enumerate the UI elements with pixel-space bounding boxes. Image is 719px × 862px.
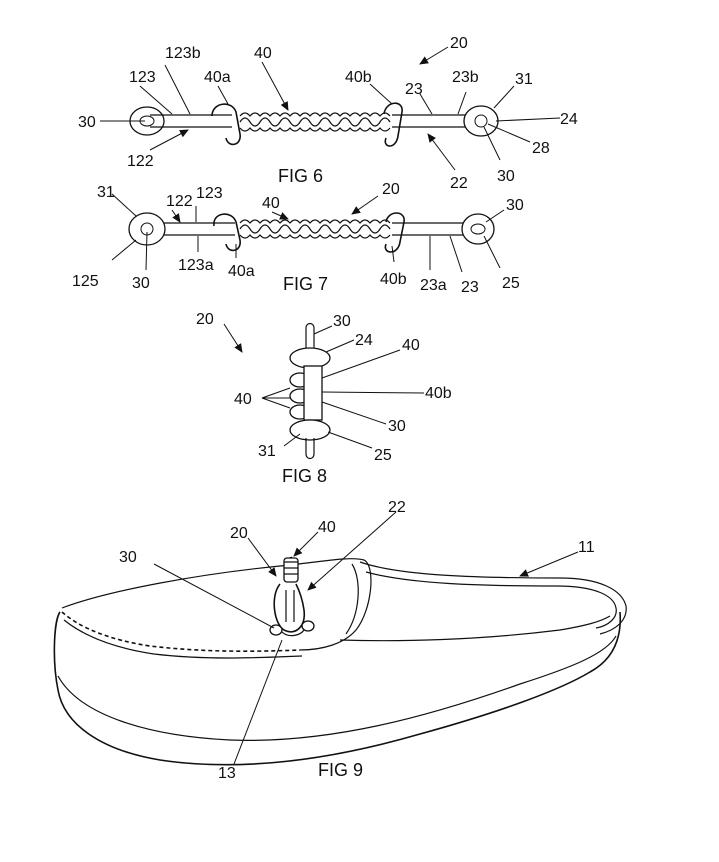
fig6-ref-30-right: 30: [497, 168, 515, 185]
fig9-shoe-body: [53, 611, 622, 766]
fig9-ref-30: 30: [119, 549, 137, 566]
fig6-ref-28-right: 28: [532, 140, 550, 157]
fig9-ref-20: 20: [230, 525, 248, 542]
fig8-ref-20: 20: [196, 311, 214, 328]
fig6-ref-24-right: 24: [560, 111, 578, 128]
fig6-right-pin-hole: [474, 114, 488, 128]
fig9-collar-inner: [365, 571, 617, 629]
fig6-ref-20: 20: [450, 35, 468, 52]
fig6-right-hook: [383, 102, 403, 147]
fig7-ref-25: 25: [502, 275, 520, 292]
fig8-top-pin: [305, 322, 315, 352]
fig8-ref-30-mid: 30: [388, 418, 406, 435]
fig6-ref-23b-right: 23b: [452, 69, 479, 86]
fig9-collar-outer: [359, 561, 627, 635]
fig6-leaders: [100, 46, 561, 171]
fig6-ref-23-right: 23: [405, 81, 423, 98]
fig8-labels: 20 30 24 40 40 40b 30 31 25 FIG 8: [196, 311, 452, 486]
fig8-ref-40-left: 40: [234, 391, 252, 408]
fig6-ref-122-left: 122: [127, 153, 154, 170]
fig9-labels: 20 40 22 30 11 13 FIG 9: [119, 499, 595, 782]
fig7-right-pin: [470, 223, 486, 235]
fig9-ref-22: 22: [388, 499, 406, 516]
fig7-ref-20: 20: [382, 181, 400, 198]
fig7-ref-40: 40: [262, 195, 280, 212]
fig6-ref-40a-left: 40a: [204, 69, 231, 86]
fig7-ref-40a: 40a: [228, 263, 255, 280]
fig7-leaders: [111, 193, 505, 273]
fig8-ref-40-right: 40: [402, 337, 420, 354]
fig6-labels: 20 123b 123 40a 40 30 122 40b 23 23b 31 …: [78, 35, 578, 192]
fig6-left-shank: [150, 114, 232, 128]
fig8-ref-25: 25: [374, 447, 392, 464]
fig8-caption: FIG 8: [282, 466, 327, 486]
fig8-shank: [303, 365, 323, 421]
fig6-ref-123b-left: 123b: [165, 45, 201, 62]
fig7-ref-40b: 40b: [380, 271, 407, 288]
fig8-ref-24: 24: [355, 332, 373, 349]
fig8-ref-30-top: 30: [333, 313, 351, 330]
fig6-ref-40-top: 40: [254, 45, 272, 62]
fig7-ref-23: 23: [461, 279, 479, 296]
fig6-ref-40b-right: 40b: [345, 69, 372, 86]
fig9-leaders: [153, 511, 579, 765]
fig9-ref-11: 11: [578, 539, 595, 556]
fig6-ref-31-right: 31: [515, 71, 533, 88]
fig6-ref-30-left: 30: [78, 114, 96, 131]
fig9-ref-13: 13: [218, 765, 236, 782]
fig9-shoe: [53, 556, 627, 766]
fig7-ref-31: 31: [97, 184, 115, 201]
fig8-ref-40b: 40b: [425, 385, 452, 402]
fig7-ref-23a: 23a: [420, 277, 447, 294]
fig8-bottom-pin: [305, 438, 315, 460]
fig7-ref-30-right: 30: [506, 197, 524, 214]
fig6-ref-123-left: 123: [129, 69, 156, 86]
fig7-left-shank: [164, 222, 235, 236]
fig9-seam: [61, 611, 301, 652]
fig6-caption: FIG 6: [278, 166, 323, 186]
fig8-drawing: [289, 322, 331, 460]
fig8-top-disc: [289, 347, 331, 369]
fig8-ref-31: 31: [258, 443, 276, 460]
fig6-left-hook: [211, 103, 241, 146]
fig6-coil: [239, 112, 391, 132]
fig7-ref-123a: 123a: [178, 257, 214, 274]
fig9-vamp-inner: [345, 563, 359, 635]
fig9-fastener: [269, 556, 315, 637]
fig6-right-shank: [392, 114, 472, 128]
fig6-drawing: [129, 102, 499, 147]
fig7-ref-30-left: 30: [132, 275, 150, 292]
fig9-vamp: [61, 558, 372, 651]
fig6-right-end-disc: [463, 105, 499, 137]
fig6-ref-22-right: 22: [450, 175, 468, 192]
fig9-sole-line: [57, 635, 617, 741]
fig8-bottom-disc: [289, 419, 331, 441]
fig7-caption: FIG 7: [283, 274, 328, 294]
fig7-drawing: [128, 212, 495, 253]
fig9-caption: FIG 9: [318, 760, 363, 780]
fig7-ref-125: 125: [72, 273, 99, 290]
fig7-right-hook: [384, 212, 405, 253]
fig7-ref-123: 123: [196, 185, 223, 202]
fig9-inner-opening: [339, 615, 611, 642]
fig7-labels: 31 122 123 40 20 30 125 30 123a 40a 40b …: [72, 181, 524, 296]
fig7-left-hook: [213, 213, 241, 252]
fig7-ref-122: 122: [166, 193, 193, 210]
fig8-leaders: [223, 323, 425, 449]
fig7-right-shank: [392, 222, 470, 236]
fig7-coil: [239, 219, 391, 239]
fig9-seam-lower: [63, 619, 303, 659]
fig7-right-end-disc: [461, 213, 495, 245]
fig9-ref-40: 40: [318, 519, 336, 536]
